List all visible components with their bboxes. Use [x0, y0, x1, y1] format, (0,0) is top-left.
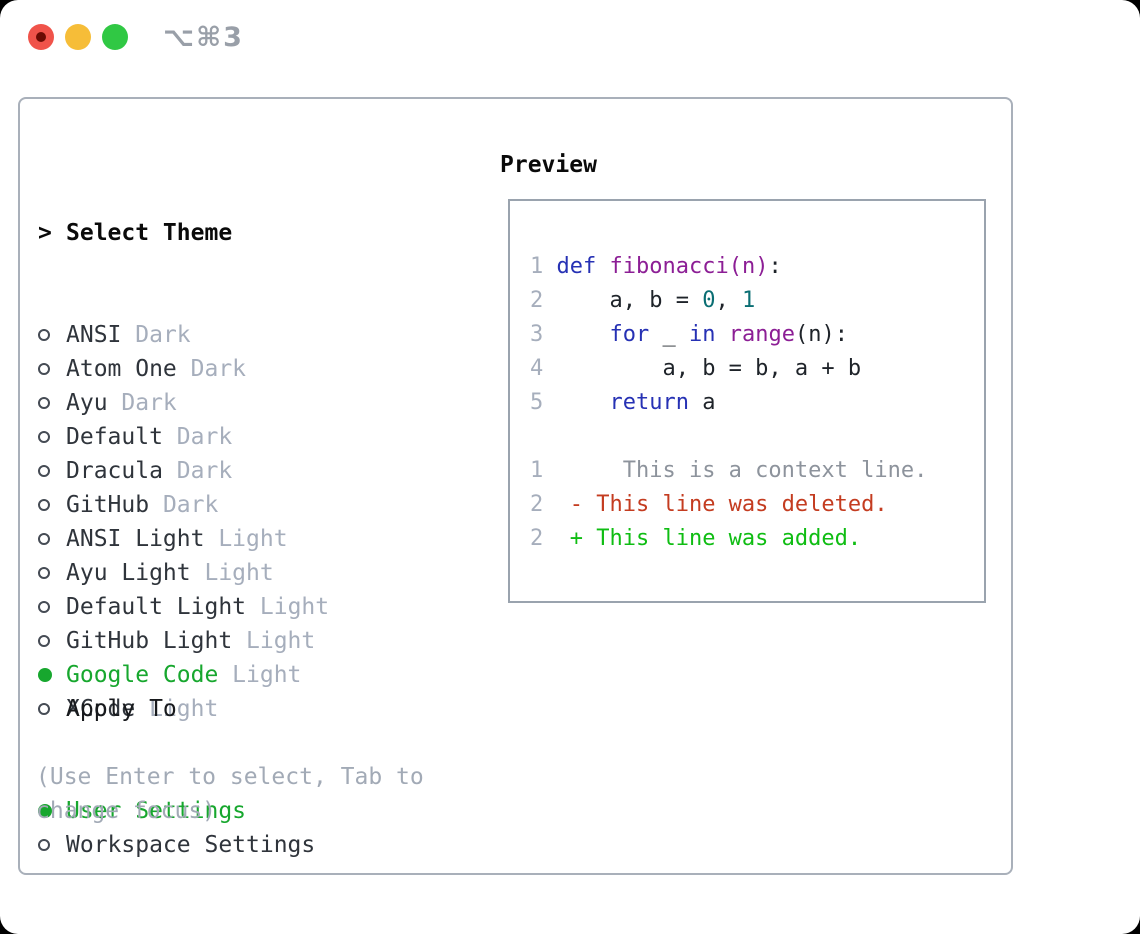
theme-variant-label: Light [259, 594, 330, 620]
theme-variant-label: Light [204, 560, 274, 586]
apply-name: Workspace Settings [66, 832, 316, 858]
theme-name: GitHub [66, 492, 163, 518]
theme-name: GitHub Light [66, 628, 247, 654]
theme-list-header: > Select Theme [38, 216, 329, 250]
radio-selected-icon [38, 804, 66, 818]
code-line: 2 - This line was deleted. [530, 492, 888, 517]
theme-name: Ayu Light [66, 560, 205, 586]
preview-title: Preview [500, 152, 597, 178]
theme-option-default[interactable]: Default Dark [38, 420, 329, 454]
radio-icon [38, 601, 66, 613]
theme-option-github-light[interactable]: GitHub Light Light [38, 624, 329, 658]
theme-name: ANSI Light [66, 526, 219, 552]
theme-variant-label: Dark [135, 322, 191, 348]
radio-selected-icon [38, 668, 66, 682]
theme-name: Atom One [66, 356, 191, 382]
radio-icon [38, 329, 66, 341]
radio-icon [38, 635, 66, 647]
theme-option-atom-one[interactable]: Atom One Dark [38, 352, 329, 386]
theme-option-github[interactable]: GitHub Dark [38, 488, 329, 522]
apply-name: User Settings [66, 798, 247, 824]
theme-option-ayu-light[interactable]: Ayu Light Light [38, 556, 329, 590]
code-line: 2 a, b = 0, 1 [530, 288, 756, 313]
theme-option-default-light[interactable]: Default Light Light [38, 590, 329, 624]
theme-name: Default [66, 424, 177, 450]
code-line: 1 This is a context line. [530, 458, 928, 483]
code-line: 5 return a [530, 390, 716, 415]
radio-icon [38, 431, 66, 443]
code-line: 1 def fibonacci(n): [530, 254, 782, 279]
close-window-button[interactable] [28, 24, 54, 50]
code-line: 2 + This line was added. [530, 526, 862, 551]
titlebar: ⌥⌘3 [0, 0, 1140, 74]
apply-option-user-settings[interactable]: User Settings [38, 794, 315, 828]
theme-list-title: Select Theme [66, 220, 233, 246]
theme-variant-label: Light [218, 526, 288, 552]
theme-name: Default Light [66, 594, 260, 620]
theme-variant-label: Dark [162, 492, 219, 518]
theme-name: XCode [66, 696, 150, 722]
theme-variant-label: Light [232, 662, 302, 688]
theme-name: Dracula [66, 458, 177, 484]
zoom-window-button[interactable] [102, 24, 128, 50]
radio-icon [38, 567, 66, 579]
theme-variant-label: Light [149, 696, 219, 722]
radio-icon [38, 703, 66, 715]
window-title: ⌥⌘3 [163, 22, 244, 53]
theme-variant-label: Dark [176, 424, 233, 450]
theme-name: Google Code [66, 662, 233, 688]
theme-name: Ayu [66, 390, 122, 416]
theme-option-ansi[interactable]: ANSI Dark [38, 318, 329, 352]
theme-variant-label: Dark [121, 390, 177, 416]
theme-variant-label: Dark [176, 458, 233, 484]
apply-option-workspace-settings[interactable]: Workspace Settings [38, 828, 315, 862]
radio-icon [38, 397, 66, 409]
code-preview: 1 def fibonacci(n): 2 a, b = 0, 1 3 for _ … [530, 250, 927, 556]
radio-icon [38, 499, 66, 511]
code-line: 4 a, b = b, a + b [530, 356, 862, 381]
theme-variant-label: Dark [190, 356, 247, 382]
theme-variant-label: Light [246, 628, 316, 654]
radio-icon [38, 839, 66, 851]
theme-option-ayu[interactable]: Ayu Dark [38, 386, 329, 420]
code-line: 3 for _ in range(n): [530, 322, 848, 347]
radio-icon [38, 363, 66, 375]
code-line [530, 420, 927, 454]
focus-caret-icon: > [38, 220, 52, 246]
radio-icon [38, 465, 66, 477]
apply-to-header: Apply To [38, 692, 315, 726]
apply-to-title: Apply To [66, 696, 177, 722]
radio-icon [38, 533, 66, 545]
theme-option-google-code[interactable]: Google Code Light [38, 658, 329, 692]
theme-option-dracula[interactable]: Dracula Dark [38, 454, 329, 488]
theme-option-ansi-light[interactable]: ANSI Light Light [38, 522, 329, 556]
minimize-window-button[interactable] [65, 24, 91, 50]
theme-name: ANSI [66, 322, 136, 348]
theme-option-xcode[interactable]: XCode Light [38, 692, 329, 726]
preview-box [508, 199, 986, 603]
